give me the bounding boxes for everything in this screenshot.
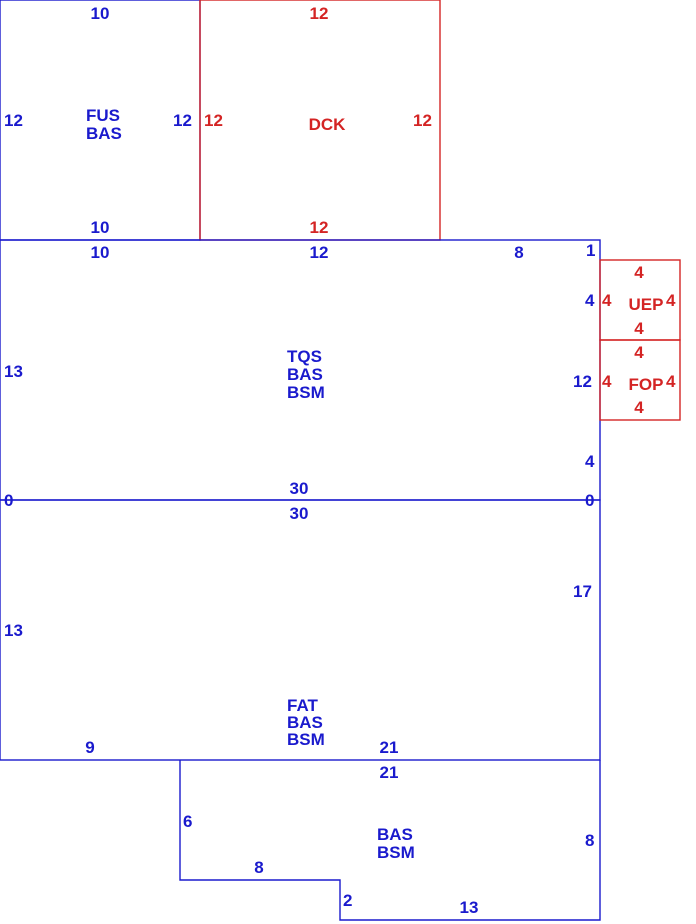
bas-label-2: BSM [377, 843, 415, 862]
bas-step-horizontal-dim: 8 [254, 858, 263, 877]
tqs-top-dim-a: 10 [91, 243, 110, 262]
fus-left-dim: 12 [4, 111, 23, 130]
fop-bottom-dim: 4 [634, 398, 644, 417]
uep-left-dim: 4 [602, 291, 612, 310]
bas-bottom-dim: 13 [460, 898, 479, 917]
dck-bottom-dim: 12 [310, 218, 329, 237]
tqs-right-dim-lower: 4 [585, 452, 595, 471]
tqs-right-dim-mid: 12 [573, 372, 592, 391]
fus-label-1: FUS [86, 106, 120, 125]
fat-label-2: BAS [287, 713, 323, 732]
tqs-label-3: BSM [287, 383, 325, 402]
dck-label: DCK [309, 115, 347, 134]
fop-right-dim: 4 [666, 372, 676, 391]
fat-label-1: FAT [287, 696, 318, 715]
tqs-right-dim-upper: 4 [585, 291, 595, 310]
uep-top-dim: 4 [634, 263, 644, 282]
bas-section-outline [179, 760, 601, 921]
fop-top-dim: 4 [634, 343, 644, 362]
fat-top-dim: 30 [290, 504, 309, 523]
dck-left-dim: 12 [204, 111, 223, 130]
fus-label-2: BAS [86, 124, 122, 143]
tqs-top-dim-c: 8 [514, 243, 523, 262]
uep-right-dim: 4 [666, 291, 676, 310]
dck-right-dim: 12 [413, 111, 432, 130]
fus-top-dim: 10 [91, 4, 110, 23]
fat-left-dim: 13 [4, 621, 23, 640]
fat-section-outline [0, 499, 601, 761]
uep-bottom-dim: 4 [634, 319, 644, 338]
tqs-top-dim-b: 12 [310, 243, 329, 262]
fop-left-dim: 4 [602, 372, 612, 391]
tqs-label-1: TQS [287, 347, 322, 366]
fop-section-outline [599, 339, 681, 421]
fat-bottom-left-dim: 9 [85, 738, 94, 757]
bas-left-dim: 6 [183, 812, 192, 831]
dck-top-dim: 12 [310, 4, 329, 23]
fat-bottom-right-dim: 21 [380, 738, 399, 757]
tqs-label-2: BAS [287, 365, 323, 384]
bas-right-dim: 8 [585, 831, 594, 850]
tqs-left-dim: 13 [4, 362, 23, 381]
fat-right-dim: 17 [573, 582, 592, 601]
bas-top-dim: 21 [380, 763, 399, 782]
uep-label: UEP [629, 295, 664, 314]
tqs-bottom-dim: 30 [290, 479, 309, 498]
tqs-corner-dim: 1 [586, 241, 595, 260]
fop-label: FOP [629, 375, 664, 394]
bas-label-1: BAS [377, 825, 413, 844]
fat-label-3: BSM [287, 730, 325, 749]
fus-right-dim: 12 [173, 111, 192, 130]
fus-bottom-dim: 10 [91, 218, 110, 237]
bas-step-vertical-dim: 2 [343, 891, 352, 910]
